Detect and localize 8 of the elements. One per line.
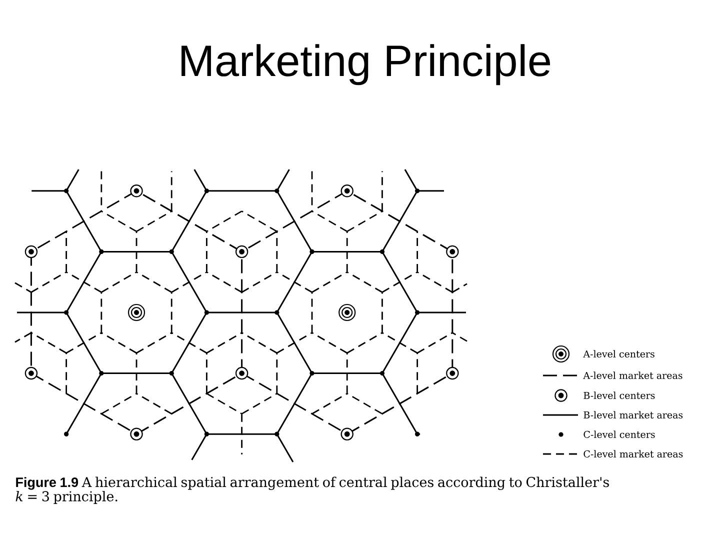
caption: Figure 1.9 A hierarchical spatial arrangement of central places according to Christaller's k = 3 principle. [16, 476, 609, 504]
legend-label: C-level market areas [584, 450, 683, 458]
legend-label: B-level centers [584, 392, 655, 400]
legend-label: C-level centers [584, 430, 655, 438]
legend-label: A-level centers [583, 350, 654, 358]
legend-label: B-level market areas [584, 411, 683, 419]
legend-label: A-level market areas [583, 372, 682, 380]
title: Marketing Principle [182, 44, 550, 86]
